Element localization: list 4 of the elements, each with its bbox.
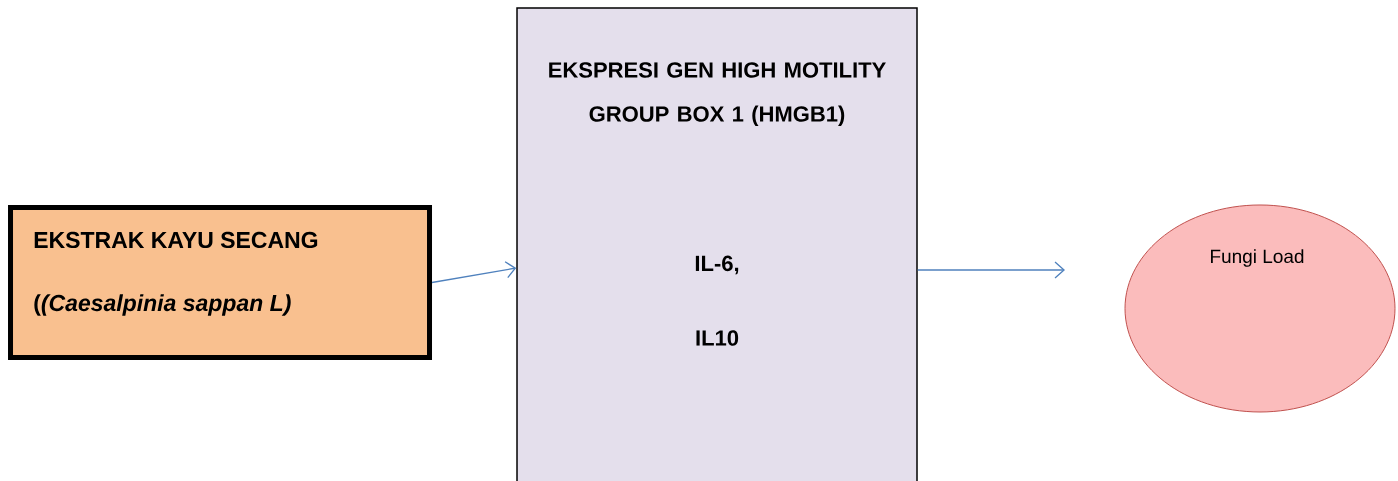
- arrow: [917, 261, 1065, 279]
- process-box: EKSPRESI GEN HIGH MOTILITY GROUP BOX 1 (HMGB1) IL-6, IL10: [516, 7, 918, 481]
- extract-box: EKSTRAK KAYU SECANG ((Caesalpinia sappan L): [8, 205, 432, 360]
- arrow: [431, 261, 517, 284]
